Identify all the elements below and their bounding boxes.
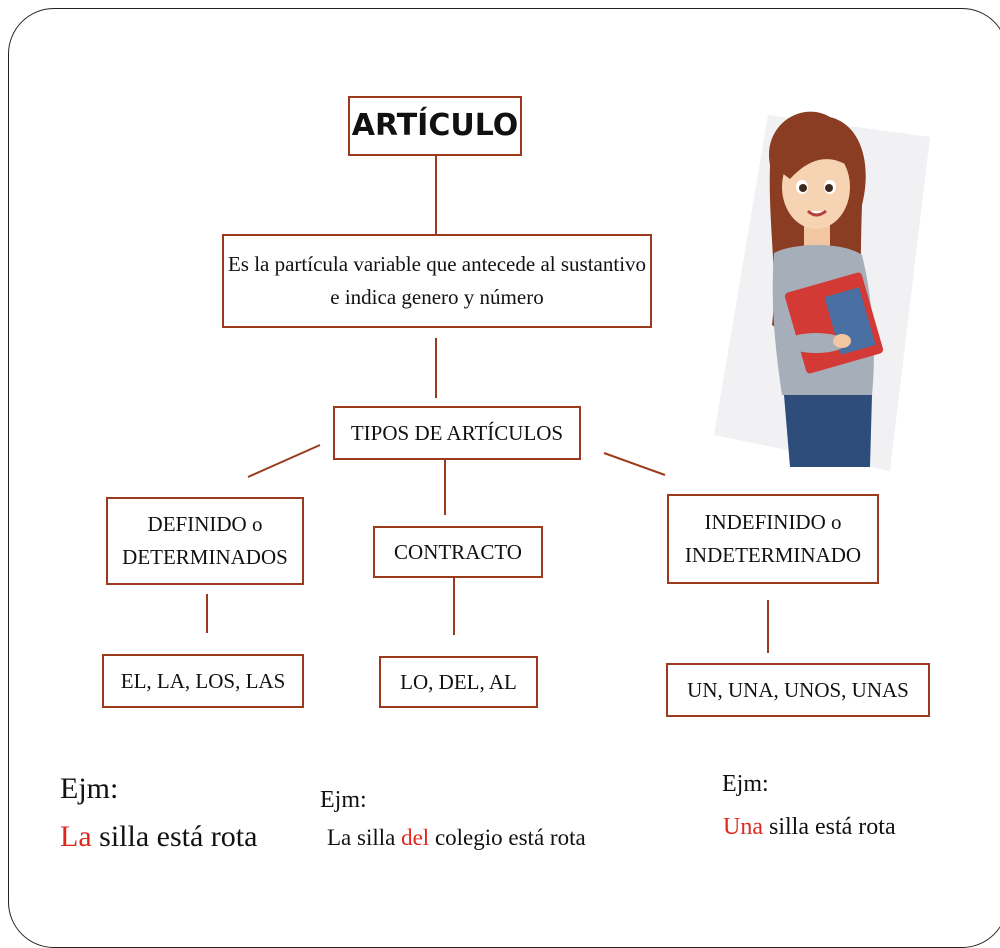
example-3-article: Una <box>723 814 763 840</box>
example-1-label: Ejm: <box>60 772 119 805</box>
title-box: ARTÍCULO <box>348 96 522 156</box>
indefinido-line-2: INDETERMINADO <box>684 543 862 567</box>
example-3-label: Ejm: <box>722 771 769 797</box>
connector-types-indefinido <box>603 452 666 476</box>
definido-examples-box: EL, LA, LOS, LAS <box>102 654 304 708</box>
definido-line-1: DEFINIDO o <box>147 512 263 537</box>
title-text: ARTÍCULO <box>351 107 519 143</box>
types-text: TIPOS DE ARTÍCULOS <box>350 420 564 445</box>
teacher-holding-books-icon <box>714 111 930 471</box>
contracto-examples-text: LO, DEL, AL <box>400 669 517 694</box>
example-3-sentence: Una silla está rota <box>723 814 896 841</box>
indefinido-box: INDEFINIDO o INDETERMINADO <box>667 494 879 584</box>
example-2-label: Ejm: <box>320 787 367 813</box>
definition-line-1: Es la partícula variable que antecede al… <box>227 252 647 277</box>
example-2-article: del <box>401 825 430 850</box>
example-2-post: colegio está rota <box>429 825 586 850</box>
definido-box: DEFINIDO o DETERMINADOS <box>106 497 304 585</box>
types-box: TIPOS DE ARTÍCULOS <box>333 406 581 460</box>
example-1-article: La <box>60 820 92 853</box>
definition-box: Es la partícula variable que antecede al… <box>222 234 652 328</box>
contracto-box: CONTRACTO <box>373 526 543 578</box>
indefinido-examples-box: UN, UNA, UNOS, UNAS <box>666 663 930 717</box>
connector-types-definido <box>247 444 321 478</box>
indefinido-line-1: INDEFINIDO o <box>704 510 842 535</box>
example-3-rest: silla está rota <box>762 814 896 840</box>
example-1-sentence: La silla está rota <box>60 820 257 854</box>
example-2-pre: La silla <box>327 825 402 850</box>
contracto-text: CONTRACTO <box>394 539 522 564</box>
example-1-rest: silla está rota <box>91 820 258 853</box>
contracto-examples-box: LO, DEL, AL <box>379 656 538 708</box>
definition-line-2: e indica genero y número <box>330 285 544 309</box>
indefinido-examples-text: UN, UNA, UNOS, UNAS <box>687 677 909 702</box>
definido-line-2: DETERMINADOS <box>122 545 288 569</box>
example-2-sentence: La silla del colegio está rota <box>327 825 586 851</box>
definido-examples-text: EL, LA, LOS, LAS <box>120 668 286 693</box>
